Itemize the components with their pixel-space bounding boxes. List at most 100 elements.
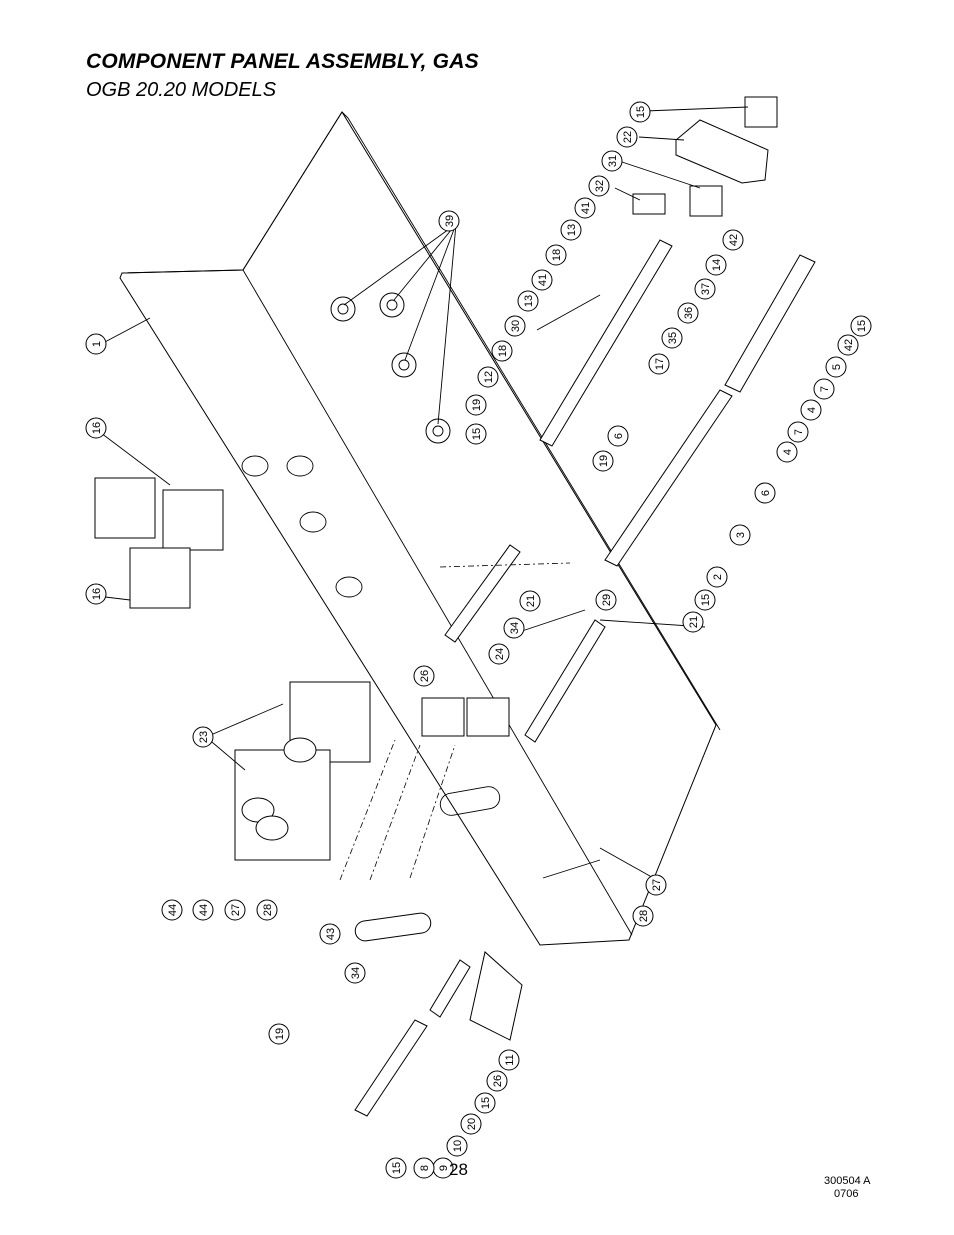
callout-labels: 15 22 31 32 41 13 18 14 42 37 41 13 36 1… [85, 101, 872, 1179]
callout-bubble: 16 [85, 583, 107, 605]
callout-number: 27 [651, 879, 663, 891]
callout-number: 37 [700, 283, 712, 295]
callout-number: 14 [711, 259, 723, 271]
callout-number: 23 [198, 731, 210, 743]
callout-number: 12 [483, 371, 495, 383]
heat-sink-assemblies [234, 681, 371, 861]
callout-bubble: 26 [413, 665, 435, 687]
callout-bubble: 6 [607, 425, 629, 447]
callout-bubble: 24 [488, 643, 510, 665]
callout-bubble: 44 [161, 899, 183, 921]
callout-number: 17 [654, 358, 666, 370]
callout-bubble: 27 [645, 874, 667, 896]
callout-number: 32 [594, 180, 606, 192]
callout-bubble: 1 [85, 333, 107, 355]
callout-bubble: 3 [729, 524, 751, 546]
callout-bubble: 21 [682, 611, 704, 633]
leader-lines [96, 106, 749, 881]
callout-bubble: 16 [85, 417, 107, 439]
callout-bubble: 15 [474, 1092, 496, 1114]
callout-bubble: 18 [545, 244, 567, 266]
callout-number: 27 [230, 904, 242, 916]
callout-number: 1 [91, 341, 103, 347]
callout-number: 10 [452, 1140, 464, 1152]
callout-number: 6 [760, 490, 772, 496]
callout-number: 8 [419, 1165, 431, 1171]
callout-number: 15 [391, 1162, 403, 1174]
callout-bubble: 7 [787, 421, 809, 443]
callout-number: 35 [667, 332, 679, 344]
callout-bubble: 15 [465, 423, 487, 445]
callout-bubble: 22 [616, 126, 638, 148]
mounting-bracket [469, 951, 523, 1041]
callout-bubble: 15 [629, 101, 651, 123]
callout-bubble: 19 [465, 394, 487, 416]
callout-number: 19 [598, 455, 610, 467]
callout-number: 30 [510, 320, 522, 332]
transformers [94, 477, 224, 609]
callout-bubble: 2 [706, 566, 728, 588]
callout-bubble: 32 [588, 175, 610, 197]
callout-bubble: 15 [850, 315, 872, 337]
callout-number: 16 [91, 422, 103, 434]
callout-number: 18 [551, 249, 563, 261]
callout-number: 31 [607, 155, 619, 167]
callout-bubble: 41 [574, 197, 596, 219]
callout-bubble: 29 [595, 589, 617, 611]
callout-bubble: 12 [477, 366, 499, 388]
callout-number: 4 [806, 407, 818, 413]
callout-number: 9 [438, 1165, 450, 1171]
callout-number: 43 [325, 928, 337, 940]
callout-bubble: 36 [677, 302, 699, 324]
callout-number: 19 [274, 1028, 286, 1040]
callout-bubble: 10 [446, 1135, 468, 1157]
callout-number: 16 [91, 588, 103, 600]
callout-number: 20 [466, 1118, 478, 1130]
callout-number: 29 [601, 594, 613, 606]
callout-bubble: 23 [192, 726, 214, 748]
callout-bubble: 15 [694, 589, 716, 611]
callout-bubble: 42 [722, 229, 744, 251]
callout-bubble: 28 [632, 905, 654, 927]
callout-number: 19 [471, 399, 483, 411]
callout-bubble: 34 [344, 962, 366, 984]
callout-bubble: 8 [413, 1157, 435, 1179]
document-code-number: 300504 A [824, 1175, 871, 1187]
callout-bubble: 4 [800, 399, 822, 421]
callout-number: 42 [728, 234, 740, 246]
callout-number: 15 [856, 320, 868, 332]
fan-grommets [330, 292, 451, 444]
callout-number: 24 [494, 648, 506, 660]
callout-bubble: 41 [531, 269, 553, 291]
callout-number: 21 [688, 616, 700, 628]
callout-number: 4 [782, 449, 794, 455]
callout-bubble: 28 [256, 899, 278, 921]
callout-bubble: 6 [754, 482, 776, 504]
callout-bubble: 26 [486, 1070, 508, 1092]
callout-bubble: 39 [438, 210, 460, 232]
callout-number: 28 [262, 904, 274, 916]
callout-number: 6 [613, 433, 625, 439]
callout-bubble: 34 [503, 617, 525, 639]
page-title: COMPONENT PANEL ASSEMBLY, GAS [86, 50, 479, 73]
callout-number: 18 [497, 345, 509, 357]
callout-number: 42 [843, 339, 855, 351]
callout-number: 26 [419, 670, 431, 682]
callout-bubble: 19 [592, 450, 614, 472]
callout-number: 44 [198, 904, 210, 916]
callout-bubble: 5 [825, 356, 847, 378]
document-code: 300504 A 0706 [824, 1175, 871, 1201]
callout-number: 13 [566, 224, 578, 236]
callout-number: 41 [537, 274, 549, 286]
callout-number: 44 [167, 904, 179, 916]
callout-number: 26 [492, 1075, 504, 1087]
din-rails [429, 544, 606, 1018]
callout-number: 15 [635, 106, 647, 118]
callout-bubble: 4 [776, 441, 798, 463]
page-number: 28 [449, 1160, 468, 1179]
callout-bubble: 37 [694, 278, 716, 300]
callout-number: 7 [793, 429, 805, 435]
callout-number: 7 [819, 386, 831, 392]
callout-bubble: 13 [560, 219, 582, 241]
